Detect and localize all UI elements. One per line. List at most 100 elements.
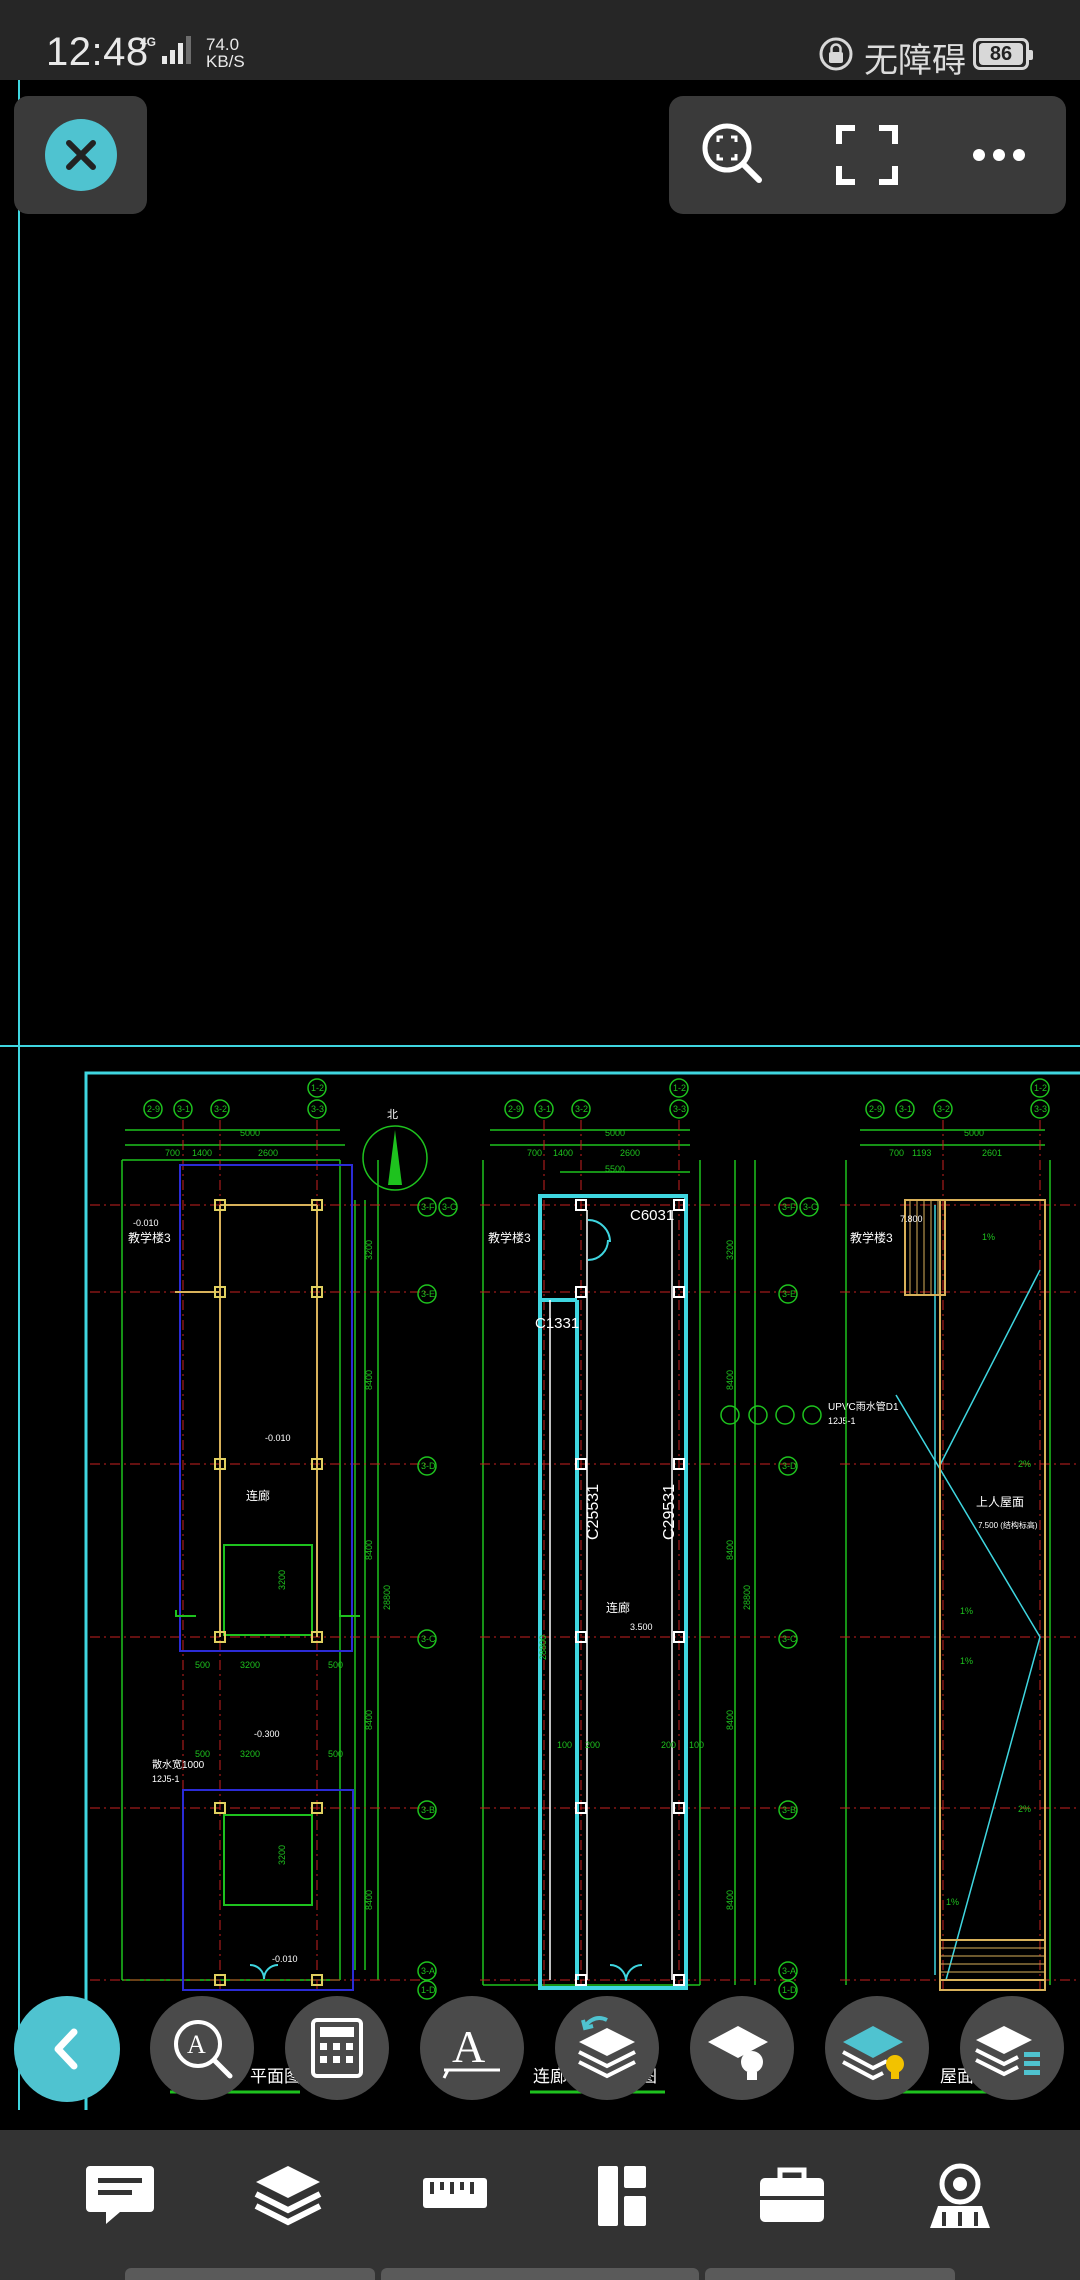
roof-note: 7.500 (结构标高) (978, 1520, 1038, 1530)
svg-text:3-1: 3-1 (538, 1104, 551, 1114)
svg-text:2-9: 2-9 (508, 1104, 521, 1114)
svg-text:3200: 3200 (240, 1749, 260, 1759)
signal-icon: 4G (140, 35, 191, 64)
svg-text:8400: 8400 (725, 1890, 735, 1910)
window-tag-1: C6031 (630, 1207, 674, 1224)
plan1-corridor-label: 连廊 (246, 1488, 270, 1503)
svg-text:1-2: 1-2 (673, 1083, 686, 1093)
back-button[interactable] (14, 1996, 120, 2102)
caption-plan1: 平面图 (250, 2067, 301, 2086)
svg-text:500: 500 (195, 1660, 210, 1670)
text-annotation-button[interactable]: A (420, 1996, 524, 2100)
battery-icon: 86 (973, 38, 1033, 70)
visitor-icon (930, 2163, 990, 2228)
svg-text:3-C: 3-C (442, 1202, 457, 1212)
svg-text:200: 200 (661, 1740, 676, 1750)
svg-text:教学楼3: 教学楼3 (850, 1230, 893, 1245)
more-button[interactable] (949, 96, 1049, 214)
status-time: 12:48 (46, 30, 149, 74)
svg-text:2-9: 2-9 (869, 1104, 882, 1114)
svg-text:1193: 1193 (912, 1148, 931, 1158)
svg-text:2601: 2601 (982, 1148, 1002, 1158)
chevron-left-icon (54, 2028, 78, 2070)
svg-text:3-A: 3-A (421, 1966, 435, 1976)
nav-layers[interactable] (228, 2146, 348, 2246)
layer-light-button[interactable] (690, 1996, 794, 2100)
svg-text:1%: 1% (960, 1606, 973, 1616)
svg-text:3-A: 3-A (782, 1966, 796, 1976)
calculator-icon (311, 2018, 363, 2078)
dim-5500: 5500 (605, 1164, 625, 1174)
window-tag-2: C1331 (535, 1315, 579, 1332)
layer-color-icon (842, 2026, 904, 2081)
slope-2: 2% (1018, 1459, 1031, 1469)
svg-text:3200: 3200 (240, 1660, 260, 1670)
svg-text:1-D: 1-D (782, 1985, 797, 1995)
svg-text:3200: 3200 (364, 1240, 374, 1260)
svg-text:8400: 8400 (364, 1540, 374, 1560)
svg-text:1-D: 1-D (421, 1985, 436, 1995)
text-annotation-icon: A (442, 2021, 500, 2079)
compass-label: 北 (387, 1108, 398, 1121)
svg-text:28800: 28800 (382, 1585, 392, 1610)
find-text-button[interactable]: A (150, 1996, 254, 2100)
svg-text:8400: 8400 (364, 1370, 374, 1390)
svg-text:3200: 3200 (277, 1845, 287, 1865)
svg-text:A: A (187, 2030, 206, 2059)
bottom-navigation (0, 2130, 1080, 2280)
svg-text:5000: 5000 (240, 1128, 260, 1138)
svg-text:3-3: 3-3 (1034, 1104, 1047, 1114)
svg-text:700: 700 (165, 1148, 180, 1158)
calculator-button[interactable] (285, 1996, 389, 2100)
svg-text:3-E: 3-E (782, 1289, 796, 1299)
network-type: 4G (140, 35, 156, 49)
close-icon[interactable] (45, 119, 117, 191)
layer-restore-icon (578, 2016, 636, 2079)
svg-text:28800: 28800 (742, 1585, 752, 1610)
svg-text:8400: 8400 (725, 1710, 735, 1730)
svg-text:-0.010: -0.010 (272, 1954, 298, 1964)
level-3: 3.500 (630, 1622, 653, 1632)
svg-text:3200: 3200 (725, 1240, 735, 1260)
close-button[interactable] (14, 96, 147, 214)
scatter-note: 散水宽1000 (152, 1758, 205, 1771)
svg-text:2%: 2% (1018, 1804, 1031, 1814)
level-1: -0.010 (133, 1218, 159, 1228)
svg-text:-0.010: -0.010 (265, 1433, 291, 1443)
zoom-extents-button[interactable] (683, 96, 783, 214)
dashboard-icon (598, 2166, 646, 2226)
layers-icon (254, 2166, 322, 2226)
svg-text:3-3: 3-3 (673, 1104, 686, 1114)
scatter-ref: 12J5-1 (152, 1774, 180, 1784)
roof-label: 上人屋面 (976, 1495, 1024, 1509)
nav-dashboard[interactable] (562, 2146, 682, 2246)
level-7800: 7.800 (900, 1214, 923, 1224)
svg-text:3-D: 3-D (421, 1461, 436, 1471)
nav-comment[interactable] (60, 2146, 180, 2246)
svg-text:教学楼3: 教学楼3 (488, 1230, 531, 1245)
nav-toolbox[interactable] (732, 2146, 852, 2246)
svg-text:1%: 1% (946, 1897, 959, 1907)
layer-color-button[interactable] (825, 1996, 929, 2100)
layer-restore-button[interactable] (555, 1996, 659, 2100)
svg-text:3-C: 3-C (421, 1634, 436, 1644)
svg-text:200: 200 (585, 1740, 600, 1750)
comment-icon (86, 2166, 154, 2224)
svg-text:3-D: 3-D (782, 1461, 797, 1471)
svg-text:3-1: 3-1 (177, 1104, 190, 1114)
nav-visitor[interactable] (900, 2146, 1020, 2246)
nav-measure[interactable] (395, 2146, 515, 2246)
speed-unit: KB/S (206, 52, 245, 71)
layer-list-button[interactable] (960, 1996, 1064, 2100)
layer-light-icon (708, 2026, 768, 2080)
find-text-icon: A (174, 2020, 233, 2079)
svg-text:1-2: 1-2 (311, 1083, 324, 1093)
fullscreen-button[interactable] (817, 96, 917, 214)
svg-text:A: A (452, 2021, 485, 2072)
speed-value: 74.0 (206, 35, 240, 54)
svg-text:700: 700 (889, 1148, 904, 1158)
svg-text:3-F: 3-F (782, 1202, 796, 1212)
svg-text:3-C: 3-C (782, 1634, 797, 1644)
